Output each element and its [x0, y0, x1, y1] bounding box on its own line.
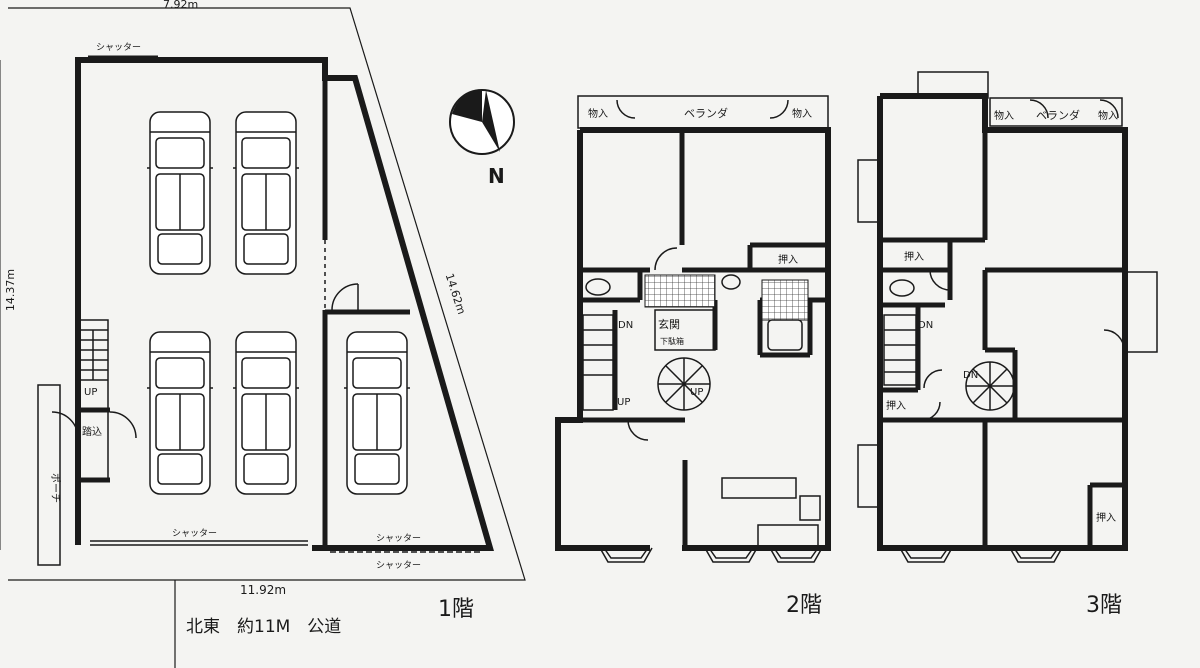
floor1-porch-label: ポーチ — [49, 473, 61, 503]
site-width-bottom: 11.92m — [240, 583, 286, 597]
floor2-shoebox-label: 下駄箱 — [660, 336, 684, 346]
car-1 — [146, 111, 214, 275]
floor2-storage-right-label: 物入 — [792, 107, 812, 120]
floor2-entrance-label: 玄関 — [658, 317, 680, 331]
floor3-closet-b-label: 押入 — [886, 399, 906, 412]
compass-north-label: N — [488, 164, 505, 188]
floor2-up-stair-label: UP — [617, 397, 630, 408]
floor3-storage-left-label: 物入 — [994, 109, 1014, 122]
floor2-storage-left-label: 物入 — [588, 107, 608, 120]
floor2-walls — [555, 95, 831, 551]
floor3-walls — [857, 71, 1158, 551]
floor2-dn-label: DN — [618, 320, 633, 331]
floor3-fixtures — [883, 279, 1063, 563]
site-height-left: 14.37m — [4, 269, 17, 311]
floor1-shutter-top: シャッター — [96, 42, 141, 53]
site-boundary — [0, 7, 526, 668]
floor2-closet-label: 押入 — [778, 253, 798, 266]
floor2-fixtures — [582, 274, 823, 563]
site-diagonal: 14.62m — [443, 272, 468, 316]
cars — [146, 111, 411, 495]
floor1-entry-step-label: 踏込 — [82, 425, 102, 438]
floor1-title: 1階 — [438, 597, 474, 622]
floor3-closet-a-label: 押入 — [904, 250, 924, 263]
compass-rose-icon — [449, 89, 515, 155]
car-4 — [232, 331, 300, 495]
road-label: 北東 約11M 公道 — [186, 617, 341, 637]
floor1-shutter-bottom: シャッター — [172, 528, 217, 539]
floor1-shutter-right-a: シャッター — [376, 533, 421, 544]
floor1-walls — [75, 55, 494, 553]
floor3-veranda-label: ベランダ — [1036, 108, 1080, 122]
car-3 — [146, 331, 214, 495]
site-width-top: 7.92m — [163, 0, 198, 11]
floor1-shutter-right-b: シャッター — [376, 560, 421, 571]
floor3-closet-c-label: 押入 — [1096, 511, 1116, 524]
car-2 — [232, 111, 300, 275]
floor1-up-label: UP — [84, 387, 97, 398]
car-5 — [343, 331, 411, 495]
floor3-dn-spiral-label: DN — [963, 370, 978, 381]
floor3-dn-stair-label: DN — [918, 320, 933, 331]
floor2-title: 2階 — [786, 593, 822, 618]
floor3-storage-right-label: 物入 — [1098, 109, 1118, 122]
floor2-veranda-label: ベランダ — [684, 106, 728, 120]
floor3-title: 3階 — [1086, 593, 1122, 618]
floor2-up-spiral-label: UP — [690, 387, 703, 398]
floor1-stair — [37, 319, 137, 566]
